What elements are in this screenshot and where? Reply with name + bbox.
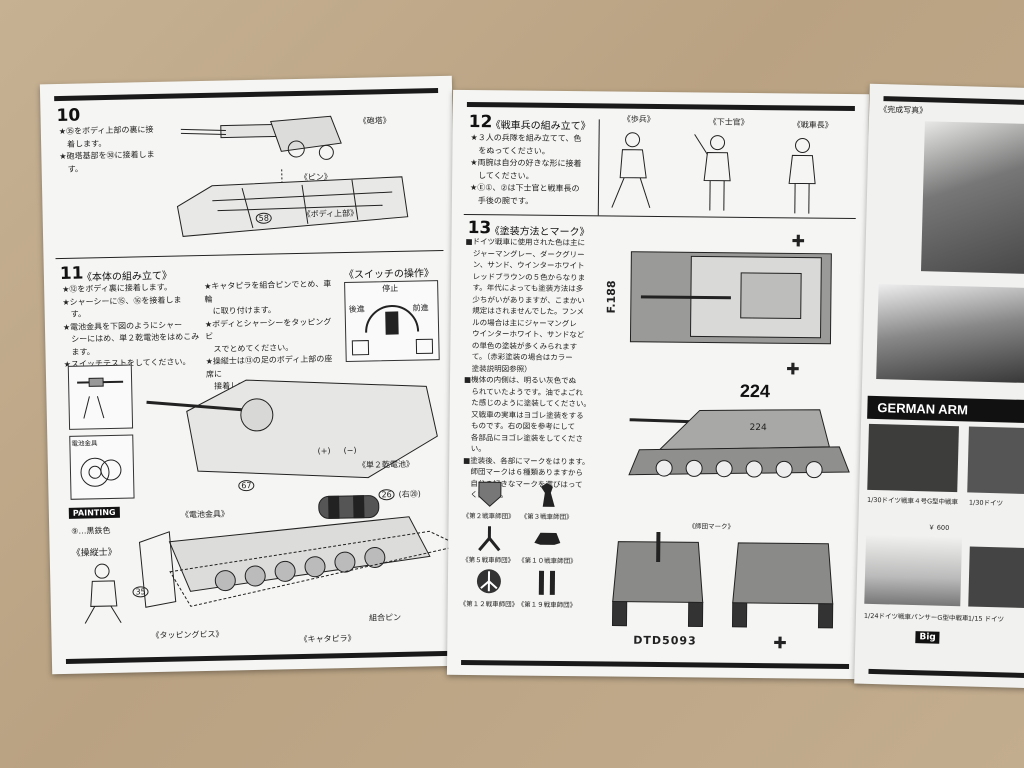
marking-dtd: DTD5093 [633, 633, 697, 648]
painting-color: ⑨…黒鉄色 [71, 526, 111, 536]
emblem-5th-division-icon [474, 522, 504, 552]
bottom-rule [65, 650, 450, 664]
step-10-diagram [176, 115, 409, 237]
catalog-item-3: 1/24ドイツ戦車パンサーG型中戦車 [863, 611, 969, 623]
emblem-caption: 《第２戦車師団》 [462, 511, 515, 521]
emblem-10th-division-icon [532, 523, 562, 553]
vertical-divider [597, 119, 600, 216]
label-tapping-screw: 《タッピングビス》 [151, 629, 224, 641]
driver-title: 《操縦士》 [71, 547, 117, 559]
catalog-photo-3 [864, 533, 963, 607]
painting-tag: PAINTING [68, 506, 120, 519]
catalog-item-4: 1/15 ドイツ [967, 614, 1005, 624]
switch-title: 《スイッチの操作》 [343, 268, 435, 282]
label-body-top: 《ボディ上部》 [302, 208, 359, 219]
switch-back: 後進 [348, 304, 365, 314]
catalog-price: ￥ 600 [928, 523, 950, 532]
switch-stop: 停止 [382, 283, 399, 294]
switch-diagram [344, 280, 440, 363]
switch-forward: 前進 [412, 303, 429, 313]
label-plus: (+) [317, 446, 331, 456]
big-tag: Big [915, 631, 940, 644]
catalog-item-2: 1/30ドイツ [968, 498, 1004, 508]
tank-top-view [629, 251, 832, 345]
emblem-3rd-division-icon [533, 479, 563, 509]
emblem-caption: 《第３戦車師団》 [520, 512, 573, 522]
catalog-photo-1 [867, 423, 959, 493]
step-13-text: ■ドイツ戦車に使用された色は主に ジャーマングレー、ダークグリー ン、サンド、ウ… [463, 236, 591, 499]
division-mark-label: 《師団マーク》 [688, 522, 735, 531]
emblem-12th-division-icon [474, 566, 504, 596]
crew-figures [611, 132, 816, 214]
bottom-rule [868, 668, 1024, 679]
label-battery-2: 《単２乾電池》 [357, 459, 414, 470]
balkenkreuz-icon: ✚ [786, 359, 800, 379]
emblem-19th-division-icon [532, 567, 562, 597]
sub-diagram-battery-clip [69, 434, 135, 500]
catalog-photo-4 [968, 546, 1024, 609]
tank-side-view [628, 409, 850, 479]
emblem-caption: 《第１９戦車師団》 [517, 600, 577, 610]
completed-photo-label: 《完成写真》 [879, 105, 928, 116]
marking-f188: F.188 [604, 280, 619, 314]
completed-model-photo-1 [920, 121, 1024, 275]
marking-224: 224 [739, 380, 771, 402]
step-12-number: 12 [468, 112, 493, 133]
label-turret: 《砲塔》 [358, 116, 391, 126]
catalog-item-1: 1/30ドイツ戦車４号G型中戦車 [866, 495, 959, 507]
emblem-caption: 《第１０戦車師団》 [518, 556, 577, 566]
balkenkreuz-icon: ✚ [773, 633, 787, 653]
step-11-text-col1: ★⑫をボディ裏に接着します。 ★シャーシーに⑮、⑯を接着しま す。 ★電池金具を… [62, 282, 200, 369]
catalog-page-right: 《完成写真》 GERMAN ARM 1/30ドイツ戦車４号G型中戦車 1/30ド… [854, 83, 1024, 689]
balkenkreuz-icon: ✚ [791, 231, 806, 251]
step-12-title: 《戦車兵の組み立て》 [490, 120, 591, 133]
completed-model-photo-2 [876, 284, 1024, 384]
label-battery-clip: 電池金具 [71, 439, 98, 448]
figure-nco-label: 《下士官》 [708, 117, 749, 127]
driver-figure [84, 563, 122, 624]
figure-infantry-label: 《歩兵》 [622, 114, 655, 124]
emblem-caption: 《第５戦車師団》 [462, 555, 515, 565]
label-right-26: (右⑳) [398, 489, 421, 499]
emblem-caption: 《第１２戦車師団》 [459, 599, 519, 609]
label-pin: 《ピン》 [299, 172, 332, 182]
catalog-photo-2 [967, 426, 1024, 495]
label-assembly-pin: 組合ピン [369, 612, 402, 623]
catalog-banner: GERMAN ARM [867, 395, 1024, 424]
bottom-rule [461, 659, 850, 670]
emblem-2nd-division-icon [475, 478, 505, 508]
tank-front-rear-views [611, 531, 834, 629]
step-11-number: 11 [59, 263, 84, 284]
top-rule [54, 88, 439, 102]
step-12-text: ★３人の兵隊を組み立てて、色 をぬってください。 ★両腕は自分の好きな形に接着 … [469, 133, 582, 206]
label-track: 《キャタピラ》 [299, 633, 356, 645]
label-battery-fitting: 《電池金具》 [180, 509, 230, 520]
label-minus: (−) [343, 445, 357, 456]
instruction-page-middle: 12 《戦車兵の組み立て》 ★３人の兵隊を組み立てて、色 をぬってください。 ★… [446, 89, 870, 680]
marking-224-small: 224 [749, 422, 767, 434]
top-rule [466, 101, 855, 112]
tank-assembly-diagram [138, 379, 462, 608]
sub-diagram-gun [67, 364, 134, 430]
instruction-page-left: 10 ★㉟をボディ上部の裏に接 着します。 ★砲塔基部を㉚に接着しま す。 《砲… [39, 75, 465, 675]
